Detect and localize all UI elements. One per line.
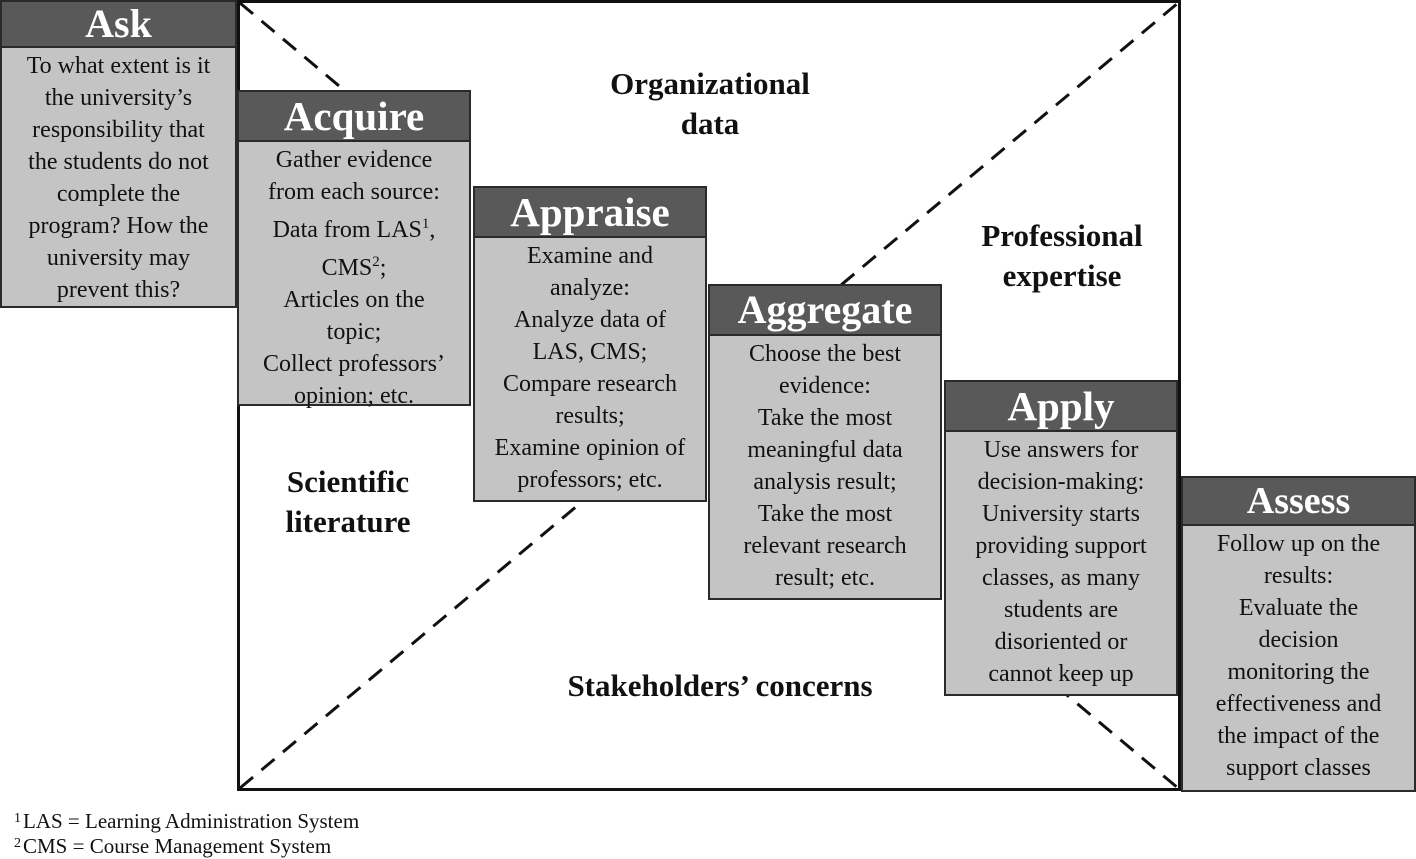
step-ask: Ask To what extent is it the university’… bbox=[0, 0, 237, 308]
step-apply-text: Use answers for decision-making: Univers… bbox=[975, 437, 1147, 687]
step-acquire: Acquire Gather evidence from each source… bbox=[237, 90, 471, 409]
acquire-line-2: from each source: bbox=[268, 179, 440, 205]
step-assess: Assess Follow up on the results: Evaluat… bbox=[1181, 476, 1416, 792]
footnote-cms: 2CMS = Course Management System bbox=[14, 831, 331, 859]
footnote-las: 1LAS = Learning Administration System bbox=[14, 806, 359, 834]
acquire-line-4: CMS bbox=[321, 255, 373, 281]
footnote-mark-2: 2 bbox=[14, 836, 21, 851]
step-ask-text: To what extent is it the university’s re… bbox=[26, 53, 211, 303]
step-apply-title: Apply bbox=[946, 382, 1176, 432]
footnote-mark-1: 1 bbox=[14, 811, 21, 826]
region-label-organizational-data: Organizational data bbox=[610, 66, 810, 141]
step-apply: Apply Use answers for decision-making: U… bbox=[944, 380, 1178, 696]
acquire-line-3-punct: , bbox=[429, 217, 436, 243]
acquire-line-1: Gather evidence bbox=[275, 147, 433, 173]
diagonal-line-ascending bbox=[239, 1, 1179, 790]
step-appraise: Appraise Examine and analyze: Analyze da… bbox=[473, 186, 707, 502]
footnote-ref-2: 2 bbox=[372, 254, 380, 270]
footnote-text-1: LAS = Learning Administration System bbox=[23, 809, 360, 833]
step-appraise-title: Appraise bbox=[475, 188, 705, 238]
step-aggregate: Aggregate Choose the best evidence: Take… bbox=[708, 284, 942, 600]
region-label-professional-expertise: Professional expertise bbox=[981, 218, 1143, 293]
step-ask-title: Ask bbox=[2, 2, 235, 48]
step-acquire-text: Gather evidence from each source: Data f… bbox=[239, 142, 469, 412]
step-aggregate-text: Choose the best evidence: Take the most … bbox=[743, 341, 907, 591]
region-label-stakeholders-concerns: Stakeholders’ concerns bbox=[567, 668, 873, 703]
footnote-text-2: CMS = Course Management System bbox=[23, 834, 332, 858]
step-aggregate-title: Aggregate bbox=[710, 286, 940, 336]
step-assess-title: Assess bbox=[1183, 478, 1414, 526]
acquire-rest: Articles on the topic; Collect professor… bbox=[263, 287, 445, 409]
acquire-line-4-punct: ; bbox=[379, 255, 387, 281]
step-acquire-title: Acquire bbox=[239, 92, 469, 142]
acquire-line-3: Data from LAS bbox=[272, 217, 422, 243]
region-label-scientific-literature: Scientific literature bbox=[285, 464, 411, 539]
step-appraise-text: Examine and analyze: Analyze data of LAS… bbox=[494, 243, 686, 493]
step-assess-text: Follow up on the results: Evaluate the d… bbox=[1215, 531, 1382, 781]
footnote-ref-1: 1 bbox=[421, 216, 430, 232]
